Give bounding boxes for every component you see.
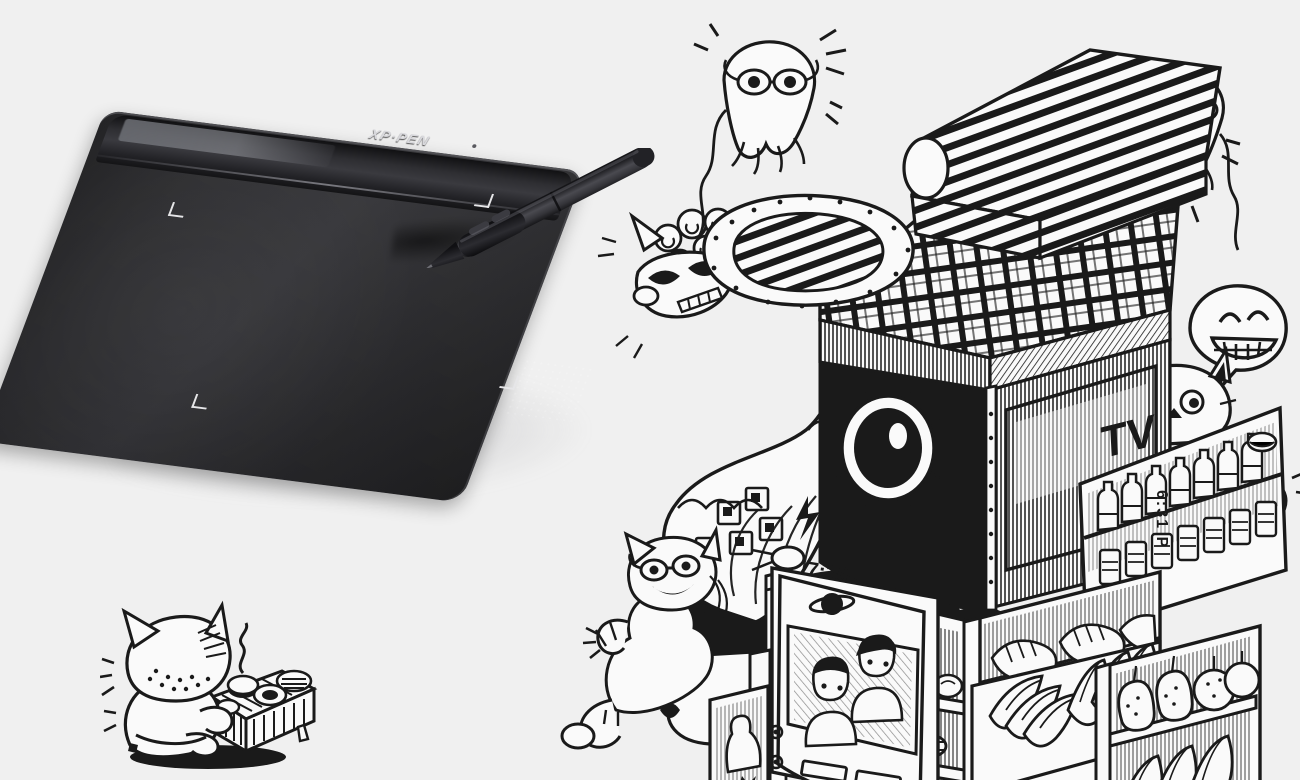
- shelf-code-label: 6:31 P: [1153, 490, 1170, 549]
- front-door-panel: 7:10: [764, 558, 940, 780]
- ink-illustration-convenience-store: TV TV: [520, 10, 1300, 780]
- graphics-tablet: XP·PEN: [0, 110, 625, 512]
- shelf-bottled-drinks: [1078, 405, 1288, 635]
- stylus-pen: [410, 148, 678, 268]
- smiley-bubble: [1188, 284, 1288, 393]
- svg-text:6:31 P: 6:31 P: [1153, 490, 1170, 549]
- speaker-dial: [830, 391, 946, 507]
- bedding-stack: [702, 48, 1222, 393]
- left-glass-door: [708, 648, 772, 780]
- cat-chef-illustration: [100, 585, 330, 770]
- striped-pillow: [702, 193, 915, 309]
- poster-couple: [786, 624, 920, 756]
- cat-body: [100, 600, 234, 759]
- fruit-case-right: 6:31 P 6:31 P: [1094, 490, 1262, 780]
- stylus-button-upper: [491, 209, 511, 223]
- striped-blanket-roll: [902, 48, 1222, 261]
- cat-girl-waving: [560, 525, 729, 750]
- stylus-button-lower: [468, 221, 490, 236]
- planet-glyph: [808, 593, 856, 615]
- ghost-goggles-left: [693, 23, 847, 239]
